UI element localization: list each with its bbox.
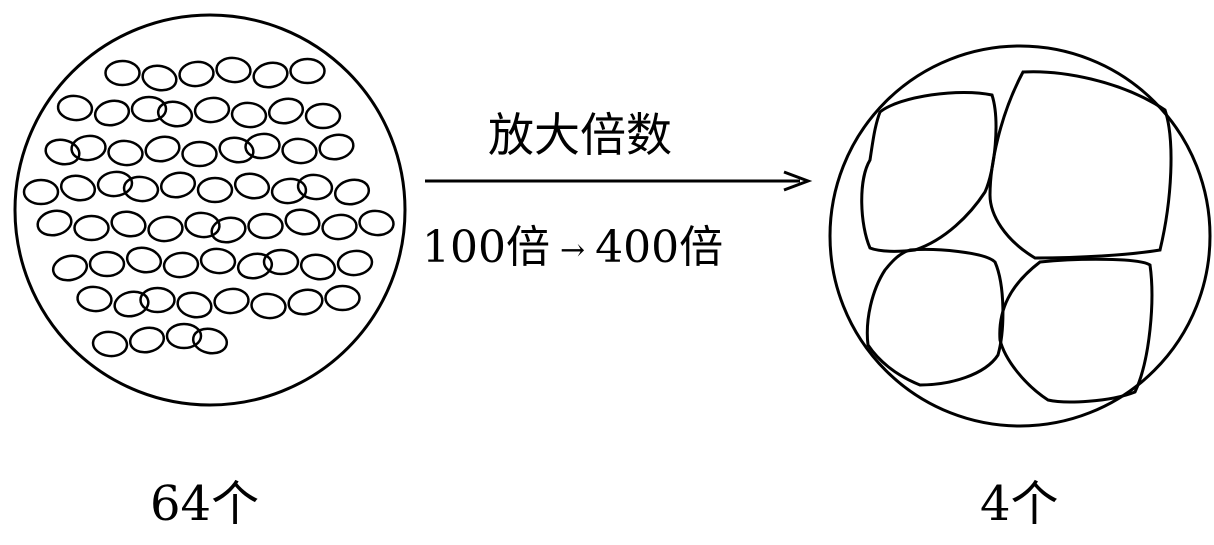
cell-oval: [51, 254, 89, 282]
right-cell-bottom-right: [998, 257, 1154, 404]
cell-oval: [289, 57, 326, 85]
magnification-to: 400倍: [595, 222, 724, 273]
right-cell-count-label: 4个: [980, 476, 1059, 532]
cell-oval: [165, 322, 203, 350]
cell-oval: [199, 247, 237, 275]
cell-oval: [358, 209, 395, 237]
magnify-arrow-head: [783, 170, 813, 192]
cell-oval: [244, 132, 281, 160]
cell-oval: [247, 212, 284, 240]
cell-oval: [56, 94, 94, 122]
cell-oval: [141, 64, 178, 92]
cell-oval: [262, 248, 300, 276]
cell-oval: [176, 291, 213, 319]
cell-oval: [299, 253, 337, 281]
cell-oval: [122, 175, 160, 203]
cell-oval: [218, 136, 255, 164]
cell-oval: [318, 133, 355, 161]
cell-oval: [113, 290, 150, 318]
cell-oval: [250, 292, 287, 320]
left-field-of-view: [13, 13, 407, 407]
cell-oval: [96, 170, 134, 198]
cell-oval: [88, 250, 126, 278]
magnification-from: 100倍: [422, 222, 550, 273]
cell-oval: [181, 140, 218, 168]
magnification-title: 放大倍数: [488, 108, 672, 162]
cell-oval: [270, 177, 308, 205]
cell-oval: [162, 251, 200, 279]
cell-oval: [156, 100, 194, 128]
cell-oval: [267, 97, 305, 125]
cell-oval: [128, 326, 166, 354]
cell-oval: [147, 215, 184, 243]
cell-oval: [178, 60, 215, 88]
cell-oval: [59, 174, 97, 202]
left-cells-group: [22, 56, 395, 358]
cell-oval: [321, 213, 358, 241]
cell-oval: [107, 139, 144, 167]
cell-oval: [196, 176, 234, 204]
cell-oval: [324, 284, 361, 312]
right-cell-top-left: [860, 90, 998, 253]
cell-oval: [93, 99, 131, 127]
right-cell-bottom-left: [865, 248, 1005, 387]
cell-oval: [125, 246, 163, 274]
cell-oval: [230, 101, 268, 129]
cell-oval: [191, 327, 229, 355]
cell-oval: [252, 61, 289, 89]
cell-oval: [144, 135, 181, 163]
cell-oval: [104, 59, 141, 87]
cell-oval: [193, 96, 231, 124]
small-arrow-icon: →: [559, 232, 586, 268]
cell-oval: [210, 216, 247, 244]
right-cell-top-right: [988, 70, 1173, 260]
cell-oval: [22, 178, 60, 206]
cell-oval: [213, 287, 250, 315]
cell-oval: [130, 95, 168, 123]
cell-oval: [44, 138, 81, 166]
cell-oval: [215, 56, 252, 84]
cell-oval: [336, 249, 374, 277]
magnification-change: 100倍→400倍: [422, 226, 723, 270]
cell-oval: [76, 285, 113, 313]
cell-oval: [284, 208, 321, 236]
left-cell-count-label: 64个: [150, 476, 260, 532]
cell-oval: [184, 211, 221, 239]
cell-oval: [73, 214, 110, 242]
cell-oval: [281, 137, 318, 165]
cell-oval: [333, 178, 371, 206]
cell-oval: [36, 209, 73, 237]
cell-oval: [236, 252, 274, 280]
cell-oval: [296, 173, 334, 201]
cell-oval: [110, 210, 147, 238]
cell-oval: [304, 102, 342, 130]
right-field-of-view: [828, 44, 1212, 428]
cell-oval: [91, 330, 129, 358]
cell-oval: [70, 134, 107, 162]
cell-oval: [233, 172, 271, 200]
cell-oval: [159, 171, 197, 199]
cell-oval: [139, 286, 176, 314]
cell-oval: [287, 288, 324, 316]
